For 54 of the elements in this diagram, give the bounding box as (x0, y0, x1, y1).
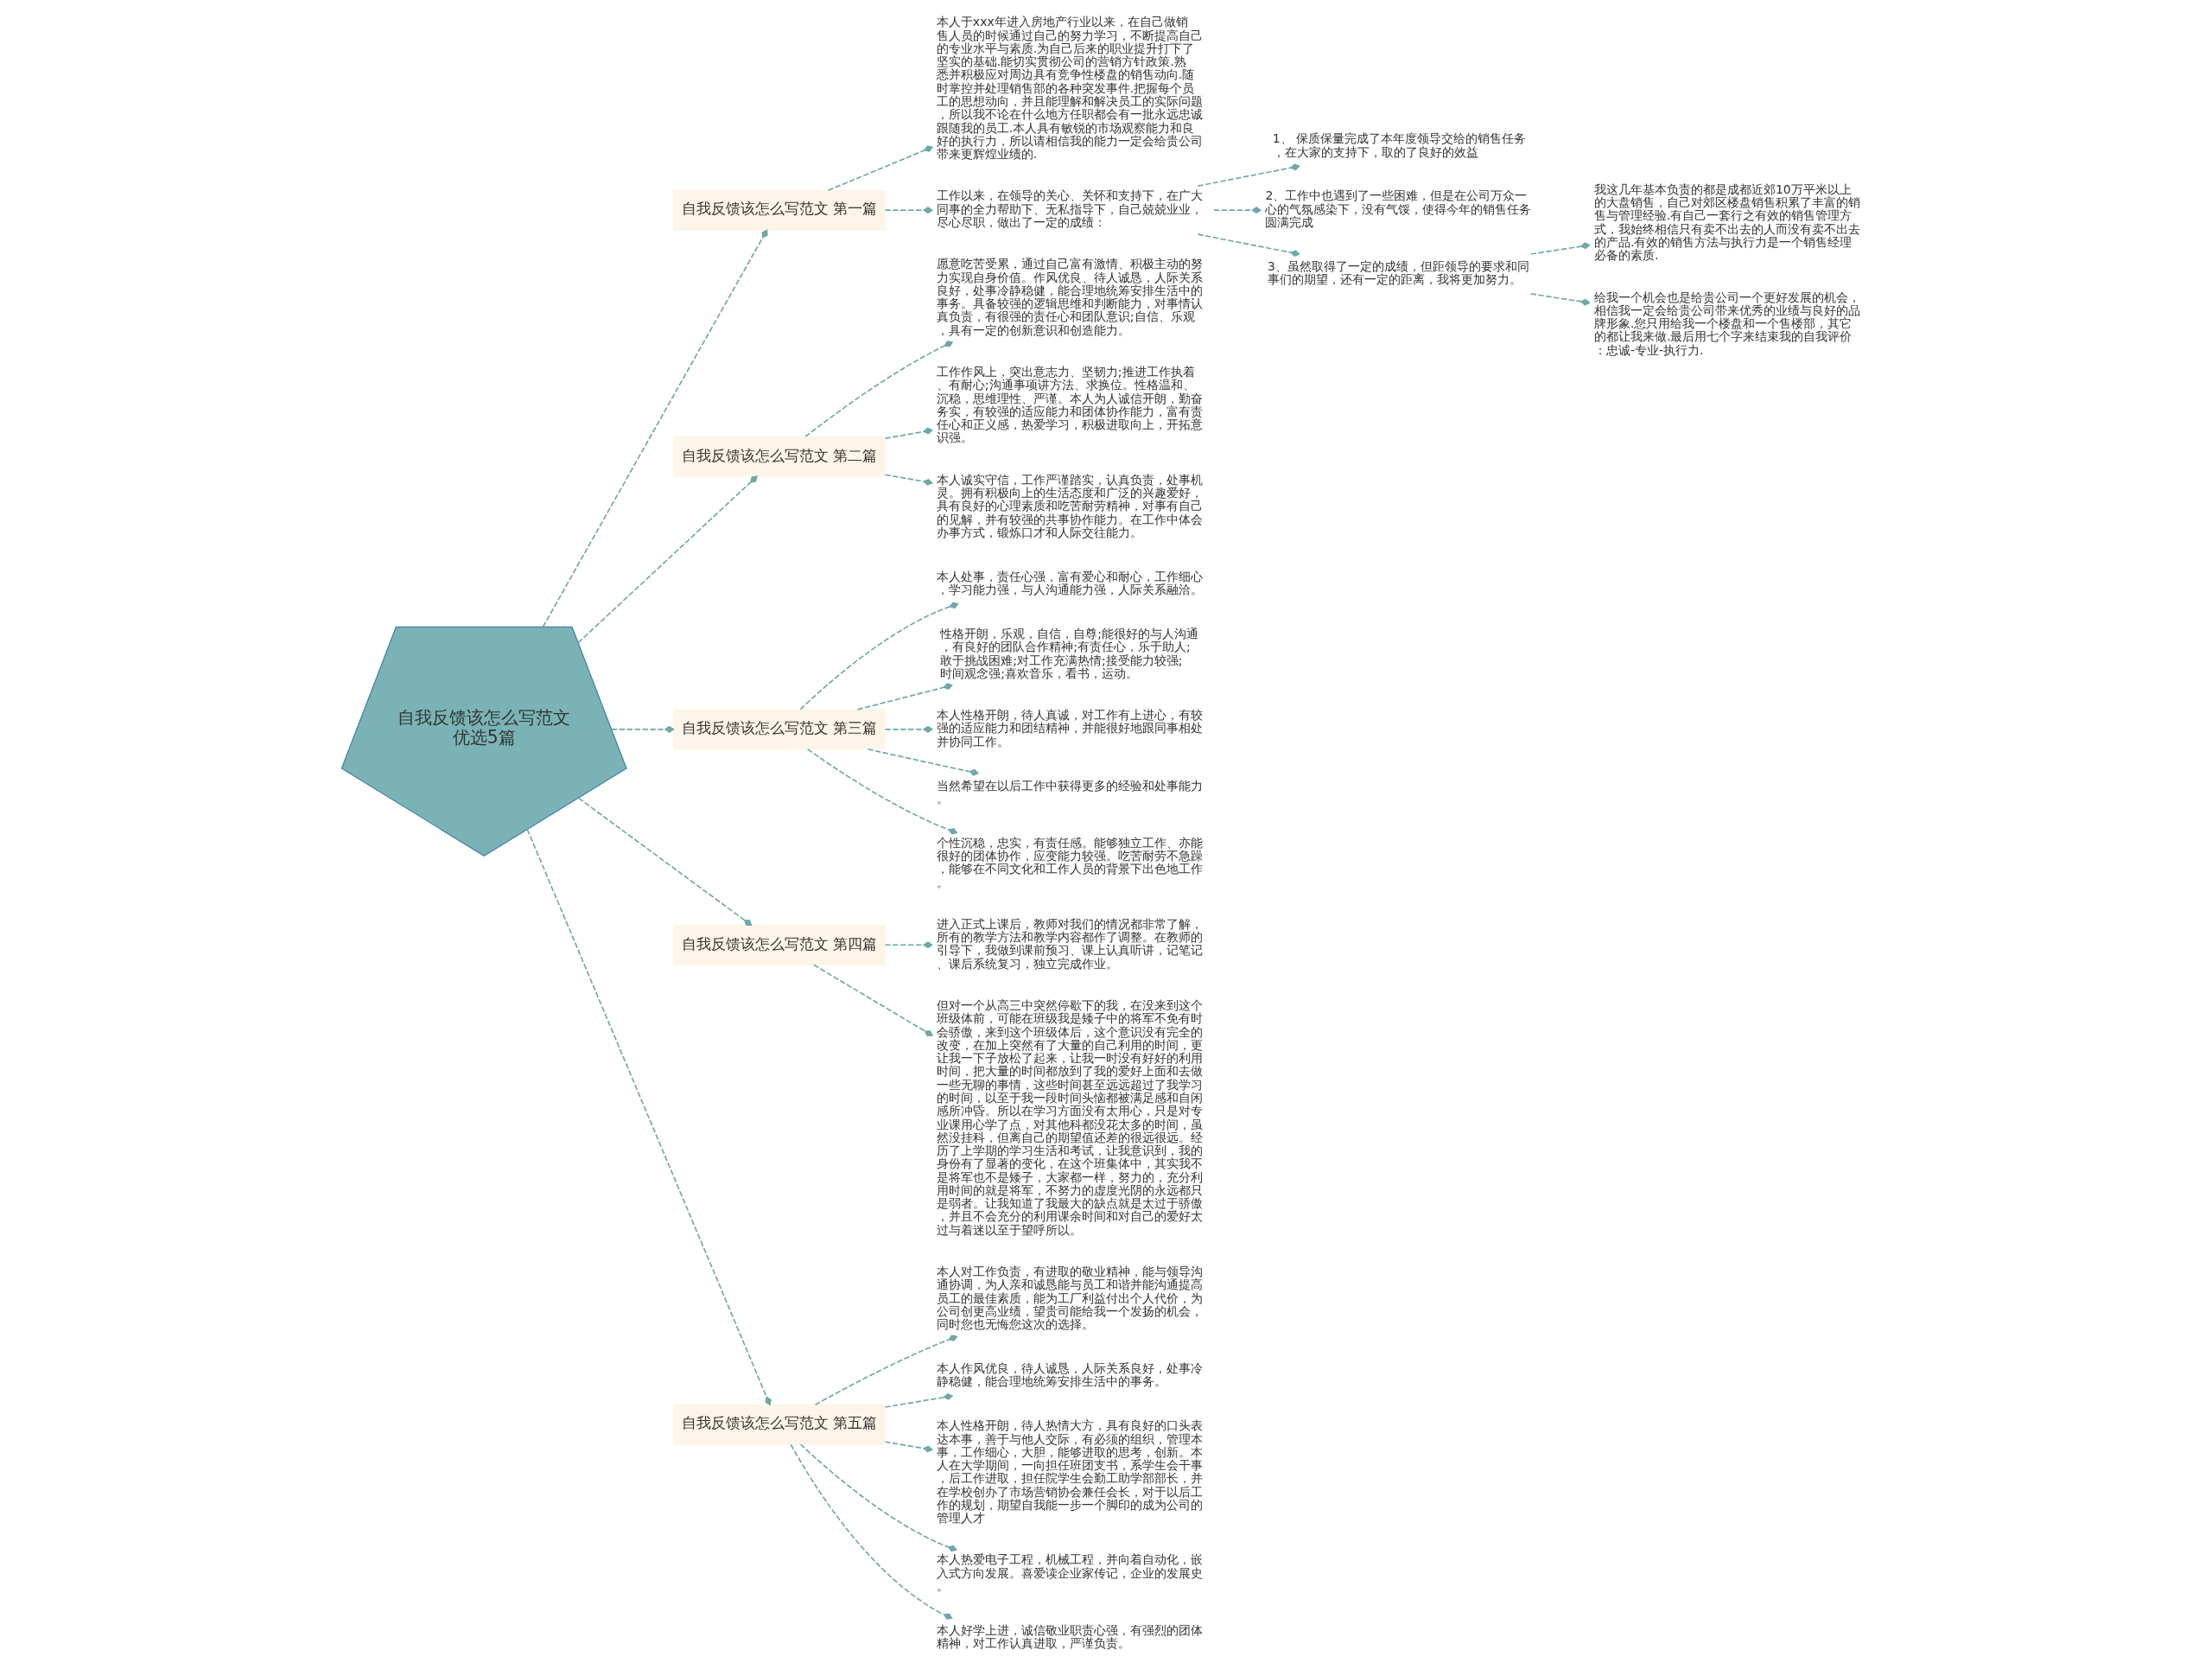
connector (1529, 241, 1591, 255)
connector (806, 748, 957, 835)
node-box: 自我反馈该怎么写范文 第五篇 (672, 1404, 886, 1445)
connector (884, 1440, 933, 1452)
node-text: 工作作风上，突出意志力、坚韧力;推进工作执着、有耐心;沟通事项讲方法、求换位。性格温和、沉稳，思维理性、严谨。本人为人诚信开朗，勤奋务实，有较强的适应能力和团体协作能力，富有责任心和正义感，热爱学习，积极进取向上，开拓意识强。 (936, 364, 1203, 444)
node-text: 本人对工作负责，有进取的敬业精神，能与领导沟通协调，为人亲和诚恳能与员工和谐并能沟通提高员工的最佳素质，能为工厂利益付出个人代价，为公司创更高业绩，望贵司能给我一个发扬的机会，同时您也无悔您这次的选择。 (936, 1264, 1203, 1331)
connector (827, 144, 933, 191)
connector (884, 1392, 953, 1408)
node-box: 自我反馈该怎么写范文 第四篇 (672, 924, 886, 965)
connector (884, 473, 933, 486)
connector (799, 602, 959, 710)
connector (576, 475, 758, 643)
node-text: 进入正式上课后，教师对我们的情况都非常了解，所有的教学方法和教学内容都作了调整。在教师的引导下，我做到课前预习、课上认真听讲，记笔记、课后系统复习，独立完成作业。 (936, 916, 1203, 971)
node-text: 工作以来，在领导的关心、关怀和支持下，在广大同事的全力帮助下、无私指导下，自己兢兢业业，尽心尽职，做出了一定的成绩： (936, 188, 1203, 229)
connector (884, 940, 933, 948)
node-text: 愿意吃苦受累，通过自己富有激情、积极主动的努力实现自身价值。作风优良、待人诚恳，人际关系良好，处事冷静稳健，能合理地统筹安排生活中的事务。具备较强的逻辑思维和判断能力，对事情认真负责，有很强的责任心和团队意识;自信、乐观，具有一定的创新意识和创造能力。 (936, 256, 1203, 337)
connector (799, 1443, 957, 1551)
connector (542, 228, 768, 627)
node-text: 个性沉稳，忠实，有责任感。能够独立工作、亦能很好的团体协作，应变能力较强。吃苦耐劳不急躁，能够在不同文化和工作人员的背景下出色地工作。 (936, 835, 1203, 889)
node-text: 3、虽然取得了一定的成绩，但距领导的要求和同事们的期望，还有一定的距离，我将更加努力。 (1267, 258, 1529, 286)
connector (1197, 233, 1300, 257)
connector (856, 682, 953, 710)
connector (884, 206, 933, 213)
node-text: 但对一个从高三中突然停歇下的我，在没来到这个班级体前，可能在班级我是矮子中的将军不免有时会骄傲，来到这个班级体后，这个意识没有完全的改变，在加上突然有了大量的自己利用的时间，更让我一下子放松了起来，让我一时没有好好的利用时间，把大量的时间都放到了我的爱好上面和去做一些无聊的事情，这些时间甚至远远超过了我学习的时间，以至于我一段时间头恼都被满足感和自闲感所冲昏。所以在学习方面没有太用心，只是对专业课用心学了点，对其他科都没花太多的时间，虽然没挂科，但离自己的期望值还差的很远很远。经历了上学期的学习生活和考试，让我意识到，我的身份有了显著的变化，在这个班集体中，其实我不是将军也不是矮子，大家都一样，努力的，充分利用时间的就是将军，不努力的虚度光阴的永远都只是弱者。让我知道了我最大的缺点就是太过于骄傲，并且不会充分的利用课余时间和对自己的爱好太过与着迷以至于望呼所以。 (936, 997, 1203, 1237)
connector (884, 725, 933, 733)
connector (814, 1334, 957, 1405)
node-text: 2、工作中也遇到了一些困难，但是在公司万众一心的气氛感染下，没有气馁，使得今年的销售任务圆满完成 (1264, 188, 1531, 229)
node-text: 1、 保质保量完成了本年度领导交给的销售任务，在大家的支持下，取的了良好的效益 (1272, 131, 1526, 159)
node-text: 我这几年基本负责的都是成都近郊10万平米以上的大盘销售，自己对郊区楼盘销售积累了丰富的销售与管理经验.有自己一套行之有效的销售管理方式，我始终相信只有卖不出去的人而没有卖不出去的产品.有效的销售方法与执行力是一个销售经理必备的素质. (1593, 182, 1860, 262)
node-text: 本人性格开朗，待人真诚，对工作有上进心，有较强的适应能力和团结精神，并能很好地跟同事相处并协同工作。 (936, 707, 1203, 749)
node-box: 自我反馈该怎么写范文 第三篇 (672, 708, 886, 749)
connector (789, 1443, 953, 1620)
connector (1212, 206, 1262, 213)
connector (804, 340, 953, 437)
node-text: 本人作风优良，待人诚恳，人际关系良好，处事冷静稳健，能合理地统筹安排生活中的事务。 (936, 1360, 1203, 1388)
connector (812, 964, 933, 1036)
node-text: 本人热爱电子工程，机械工程，并向着自动化，嵌入式方向发展。喜爱读企业家传记，企业的发展史。 (936, 1551, 1203, 1593)
node-text: 给我一个机会也是给贵公司一个更好发展的机会，相信我一定会给贵公司带来优秀的业绩与良好的品牌形象.您只用给我一个楼盘和一个售楼部，其它的都让我来做.最后用七个字来结束我的自我评价：忠诚-专业-执行力. (1593, 290, 1860, 357)
node-text: 当然希望在以后工作中获得更多的经验和处事能力。 (936, 778, 1203, 806)
node-text: 本人于xxx年进入房地产行业以来，在自己做销售人员的时候通过自己的努力学习，不断提高自己的专业水平与素质.为自己后来的职业提升打下了坚实的基础.能切实贯彻公司的营销方针政策.熟悉并积极应对周边具有竞争性楼盘的销售动向.随时掌控并处理销售部的各种突发事件.把握每个员工的思想动向，并且能理解和解决员工的实际问题，所以我不论在什么地方任职都会有一批永远忠诚跟随我的员工.本人具有敏锐的市场观察能力和良好的执行力，所以请相信我的能力一定会给贵公司带来更辉煌业绩的. (936, 14, 1203, 161)
connector (525, 828, 772, 1405)
connector (577, 797, 753, 926)
connector (867, 748, 979, 776)
connector (610, 725, 675, 733)
node-text: 本人好学上进，诚信敬业职责心强，有强烈的团体精神，对工作认真进取，严谨负责。 (936, 1622, 1203, 1650)
connector (1197, 162, 1300, 187)
connector (1529, 292, 1591, 306)
node-text: 性格开朗，乐观，自信，自尊;能很好的与人沟通，有良好的团队合作精神;有责任心，乐于助人;敢于挑战困难;对工作充满热情;接受能力较强;时间观念强;喜欢音乐，看书，运动。 (939, 626, 1198, 680)
node-box: 自我反馈该怎么写范文 第一篇 (672, 189, 886, 231)
node-text: 本人处事，责任心强，富有爱心和耐心，工作细心，学习能力强，与人沟通能力强，人际关系融洽。 (936, 569, 1203, 596)
node-text: 本人性格开朗，待人热情大方，具有良好的口头表达本事，善于与他人交际，有必须的组织，管理本事，工作细心，大胆，能够进取的思考，创新。本人在大学期间，一向担任班团支书，系学生会干事，后工作进取，担任院学生会勤工助学部部长，并在学校创办了市场营销协会兼任会长，对于以后工作的规划，期望自我能一步一个脚印的成为公司的管理人才 (936, 1417, 1203, 1525)
connector (884, 427, 933, 439)
node-text: 本人诚实守信，工作严谨踏实，认真负责，处事机灵。拥有积极向上的生活态度和广泛的兴趣爱好，具有良好的心理素质和吃苦耐劳精神，对事有自己的见解，并有较强的共事协作能力。在工作中体会办事方式，锻炼口才和人际交往能力。 (936, 472, 1203, 539)
node-box: 自我反馈该怎么写范文 第二篇 (672, 436, 886, 477)
